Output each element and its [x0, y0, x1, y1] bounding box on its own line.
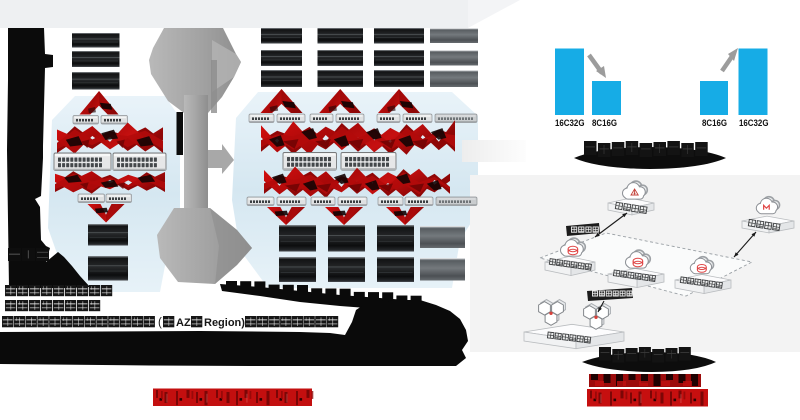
svg-text:16C32G: 16C32G [739, 118, 769, 129]
svg-text:16C32G: 16C32G [555, 118, 585, 129]
svg-text:(: ( [158, 317, 162, 329]
svg-text:8C16G: 8C16G [702, 118, 727, 129]
svg-text:AZ: AZ [176, 317, 191, 329]
svg-text:8C16G: 8C16G [592, 118, 617, 129]
svg-text:Region): Region) [204, 317, 245, 329]
